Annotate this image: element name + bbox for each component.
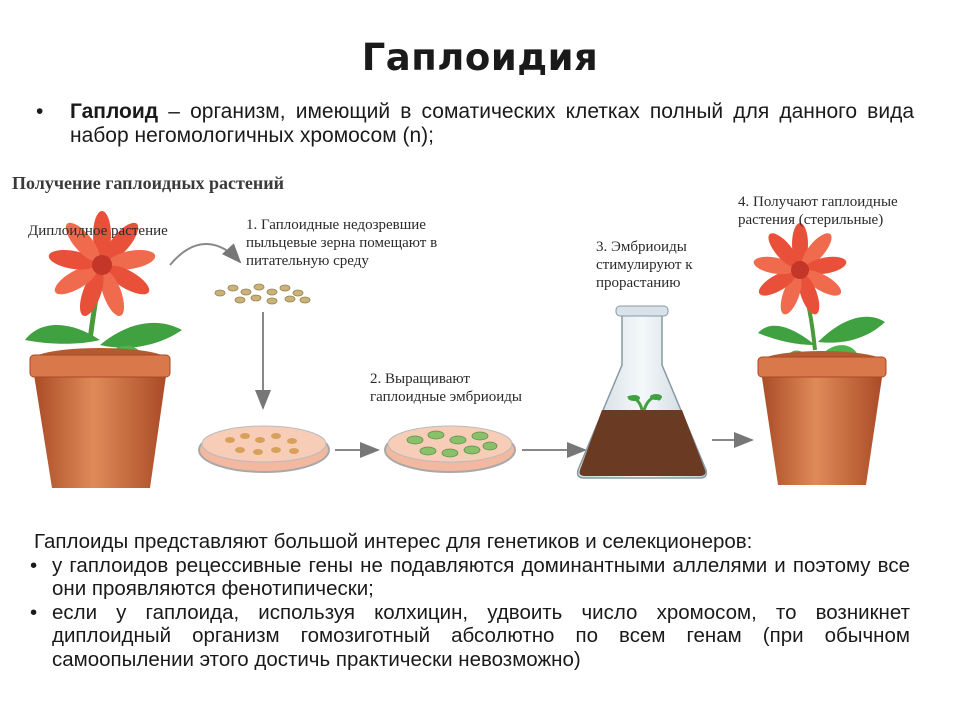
haploid-diagram	[25, 211, 887, 488]
step-1-line: 1. Гаплоидные недозревшие	[246, 217, 426, 233]
curved-arrow	[169, 243, 242, 266]
bottom-text: Гаплоиды представляют большой интерес дл…	[30, 530, 910, 671]
bullet: •	[36, 100, 44, 123]
flask	[576, 305, 708, 479]
step-2-line: 2. Выращивают	[370, 371, 470, 387]
petri-dish-1	[198, 425, 330, 473]
bottom-item: • у гаплоидов рецессивные гены не подавл…	[30, 554, 910, 601]
diploid-label: Диплоидное растение	[28, 223, 168, 239]
bottom-lead: Гаплоиды представляют большой интерес дл…	[34, 530, 753, 553]
pollen-grains	[214, 283, 311, 305]
step-2-caption: 2. Выращивают гаплоидные эмбриоиды	[370, 370, 522, 406]
haploid-flower-head	[753, 223, 847, 315]
step-3-line: 3. Эмбриоиды	[596, 239, 687, 255]
diagram-heading: Получение гаплоидных растений	[12, 173, 284, 193]
step-2-line: гаплоидные эмбриоиды	[370, 389, 522, 405]
step-4-line: 4. Получают гаплоидные	[738, 194, 898, 210]
bottom-item: • если у гаплоида, используя колхицин, у…	[30, 601, 910, 672]
haploid-plant	[753, 223, 887, 485]
step-3-line: стимулируют к	[596, 257, 693, 273]
step-1-caption: 1. Гаплоидные недозревшие пыльцевые зерн…	[246, 216, 437, 270]
step-4-caption: 4. Получают гаплоидные растения (стериль…	[738, 193, 898, 229]
flower-head	[48, 211, 156, 316]
definition-text: – организм, имеющий в соматических клетк…	[70, 100, 914, 147]
bullet: •	[30, 553, 38, 577]
step-3-caption: 3. Эмбриоиды стимулируют к прорастанию	[596, 238, 693, 292]
step-1-line: пыльцевые зерна помещают в	[246, 235, 438, 251]
petri-dish-2	[384, 425, 516, 473]
step-3-line: прорастанию	[596, 275, 681, 291]
definition-term: Гаплоид	[70, 100, 159, 123]
page-title: Гаплоидия	[361, 36, 599, 79]
bottom-item-text: у гаплоидов рецессивные гены не подавляю…	[52, 553, 910, 601]
definition: • Гаплоид – организм, имеющий в соматиче…	[36, 100, 914, 148]
step-4-line: растения (стерильные)	[738, 212, 884, 228]
bottom-item-text: если у гаплоида, используя колхицин, удв…	[52, 600, 910, 671]
diploid-plant	[25, 211, 182, 488]
bullet: •	[30, 600, 38, 624]
step-1-line: питательную среду	[246, 253, 369, 269]
